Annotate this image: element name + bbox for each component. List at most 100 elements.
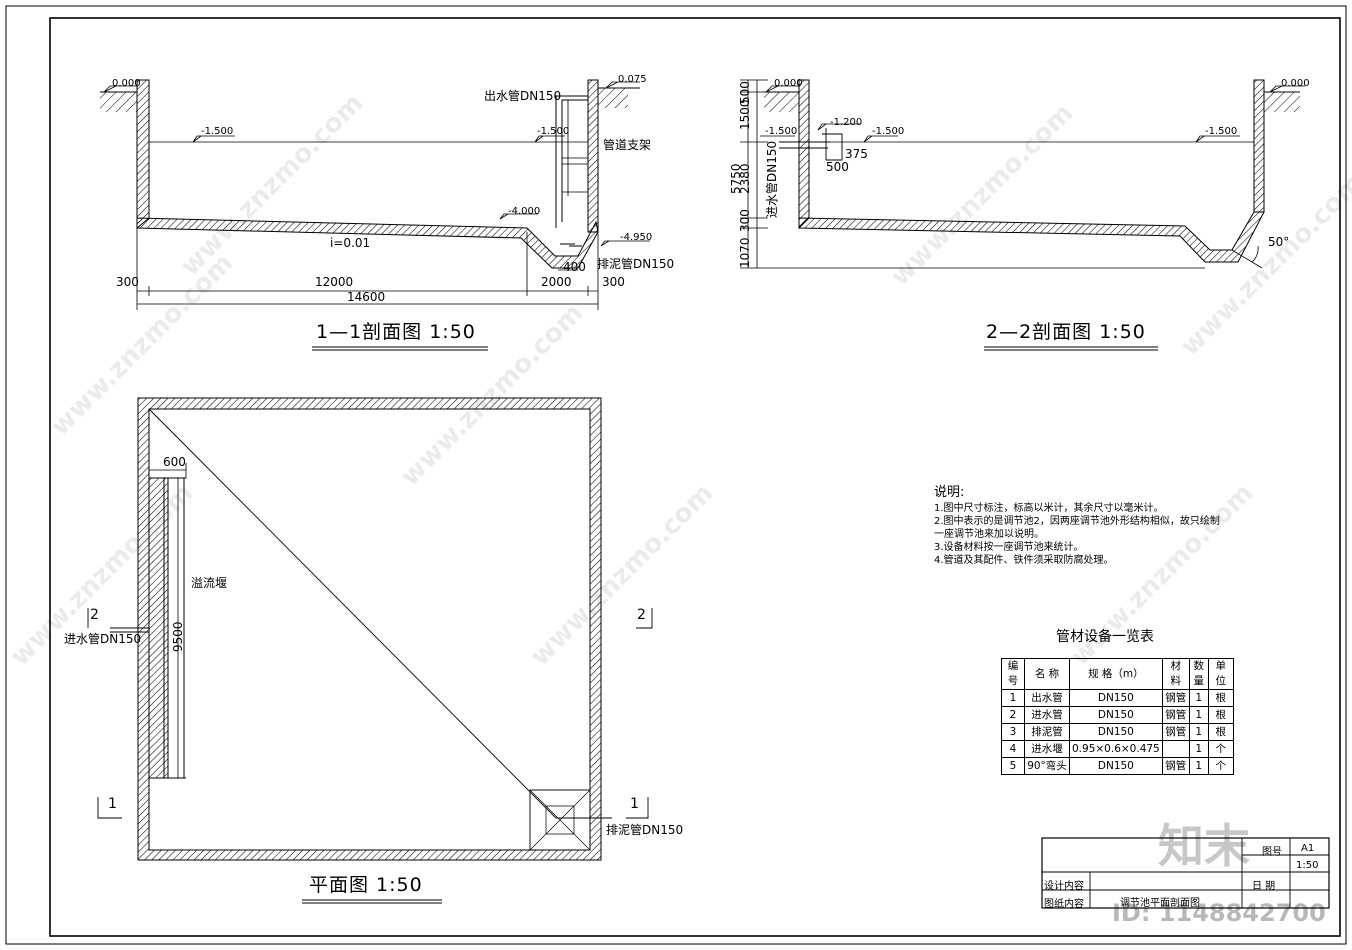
s11-soil-right	[598, 88, 628, 108]
title-block-date-label: 日 期	[1252, 881, 1276, 892]
notes-line: 2.图中表示的是调节池2，因两座调节池外形结构相似，故只绘制	[934, 516, 1220, 527]
s22-dim-500: 500	[826, 160, 849, 174]
table-cell: 0.95×0.6×0.475	[1069, 740, 1163, 758]
title-block-no-label: 图号	[1262, 847, 1282, 858]
s11-dim-main: 12000	[315, 275, 354, 289]
table-cell: 1	[1188, 706, 1209, 724]
title-block-sheet-size: A1	[1301, 843, 1315, 854]
equipment-table: 编号 名 称 规 格（m） 材 料 数 量 单 位 1 出水管 DN150 钢管…	[1001, 658, 1234, 775]
s22-title: 2—2剖面图 1:50	[986, 321, 1146, 343]
table-cell: 2	[1001, 706, 1025, 724]
table-cell: 出水管	[1024, 689, 1070, 707]
s11-slope: i=0.01	[330, 236, 371, 250]
table-header-cell: 编号	[1001, 658, 1025, 690]
s11-elev-mark-left	[103, 85, 138, 93]
table-cell: 钢管	[1161, 706, 1190, 724]
table-cell: DN150	[1069, 723, 1163, 741]
s11-elev-mark-right	[605, 81, 640, 89]
plan-inlet-pipe	[110, 627, 149, 633]
title-block	[1041, 837, 1330, 909]
table-cell: 90°弯头	[1024, 757, 1070, 775]
s11-dim-wall-right: 300	[602, 275, 625, 289]
watermark-id: ID: 1148842700	[1112, 899, 1326, 927]
plan-section-marks	[87, 608, 653, 819]
notes-block: 说明: 1.图中尺寸标注，标高以米计，其余尺寸以毫米计。 2.图中表示的是调节池…	[934, 486, 1220, 567]
table-header-cell: 名 称	[1024, 658, 1070, 690]
s11-dim-sump: 2000	[541, 275, 572, 289]
table-header-row: 编号 名 称 规 格（m） 材 料 数 量 单 位	[1001, 658, 1234, 690]
s22-wall-right	[1253, 79, 1265, 213]
table-cell: 根	[1207, 689, 1234, 707]
s11-water-mark	[192, 135, 565, 143]
table-header-cell: 单 位	[1207, 658, 1234, 690]
plan-view	[87, 397, 653, 861]
table-cell: 钢管	[1161, 723, 1190, 741]
s11-soil-left	[100, 92, 137, 112]
s11-sludge-pipe	[560, 243, 582, 247]
s22-inlet-box	[779, 128, 843, 161]
title-block-drawing-label: 图纸内容	[1044, 899, 1084, 910]
s22-angle: 50°	[1268, 235, 1290, 249]
table-cell: 个	[1207, 757, 1234, 775]
s11-wall-right	[587, 79, 599, 233]
s11-bottom-mark	[499, 213, 650, 247]
watermark-logo: 知末	[1158, 819, 1250, 873]
table-cell: 钢管	[1161, 689, 1190, 707]
table-cell: 进水堰	[1024, 740, 1070, 758]
table-cell: 1	[1188, 757, 1209, 775]
title-block-drawing-name: 调节池平面剖面图	[1120, 898, 1200, 909]
plan-dim-9500: 9500	[171, 621, 185, 652]
section-2-2	[740, 79, 1305, 269]
s22-water-3: -1.500	[872, 126, 905, 137]
s22-soil-right	[1264, 92, 1300, 112]
s22-dim-375: 375	[845, 147, 868, 161]
plan-weir-label: 溢流堰	[191, 576, 228, 590]
table-cell: 根	[1207, 723, 1234, 741]
s22-angle-arc	[1231, 245, 1263, 269]
plan-mark-2-left: 2	[90, 607, 99, 623]
s22-floor	[798, 211, 1265, 263]
table-cell: 1	[1188, 723, 1209, 741]
s22-water-2: -1.200	[830, 117, 863, 128]
table-cell: 5	[1001, 757, 1025, 775]
table-row: 3 排泥管 DN150 钢管 1 根	[1001, 723, 1234, 741]
table-row: 2 进水管 DN150 钢管 1 根	[1001, 706, 1234, 724]
s22-inlet-pipe-label: 进水管DN150	[765, 140, 779, 218]
s22-vdim-b: 1500	[738, 99, 752, 130]
table-row: 1 出水管 DN150 钢管 1 根	[1001, 689, 1234, 707]
s11-water-elev: -1.500	[201, 126, 234, 137]
s11-wall-left	[136, 79, 150, 230]
s11-dim-lines	[136, 228, 599, 310]
s22-vdims	[740, 79, 1205, 269]
s11-title: 1—1剖面图 1:50	[316, 321, 476, 343]
outer-border	[5, 5, 1347, 945]
table-cell: 1	[1001, 689, 1025, 707]
s22-elev-left: 0.000	[774, 78, 803, 89]
table-cell: 钢管	[1161, 757, 1190, 775]
plan-mark-1-right: 1	[630, 796, 639, 812]
s22-wall-left	[798, 79, 810, 230]
plan-diagonal	[148, 408, 557, 819]
plan-dims	[148, 463, 187, 779]
table-cell: DN150	[1069, 689, 1163, 707]
s22-elev-marks	[760, 85, 1305, 143]
table-cell: 排泥管	[1024, 723, 1070, 741]
s11-dim-wall-left: 300	[116, 275, 139, 289]
title-underlines	[302, 346, 1158, 904]
notes-line: 一座调节池来加以说明。	[934, 529, 1044, 540]
s11-outlet-pipe-label: 出水管DN150	[484, 89, 562, 103]
notes-line: 1.图中尺寸标注，标高以米计，其余尺寸以毫米计。	[934, 503, 1164, 514]
plan-inlet-pipe-label: 进水管DN150	[64, 632, 142, 646]
table-cell: DN150	[1069, 706, 1163, 724]
table-cell: 4	[1001, 740, 1025, 758]
table-cell: 进水管	[1024, 706, 1070, 724]
plan-dim-600: 600	[163, 455, 186, 469]
s22-elev-right: 0.000	[1281, 78, 1310, 89]
title-block-scale: 1:50	[1296, 860, 1319, 871]
table-row: 5 90°弯头 DN150 钢管 1 个	[1001, 757, 1234, 775]
s11-water-elev-right: -1.500	[537, 126, 570, 137]
s11-pipe-support	[562, 100, 588, 196]
s11-outlet-pipe	[555, 95, 588, 228]
s11-elev-right: 0.075	[618, 74, 647, 85]
